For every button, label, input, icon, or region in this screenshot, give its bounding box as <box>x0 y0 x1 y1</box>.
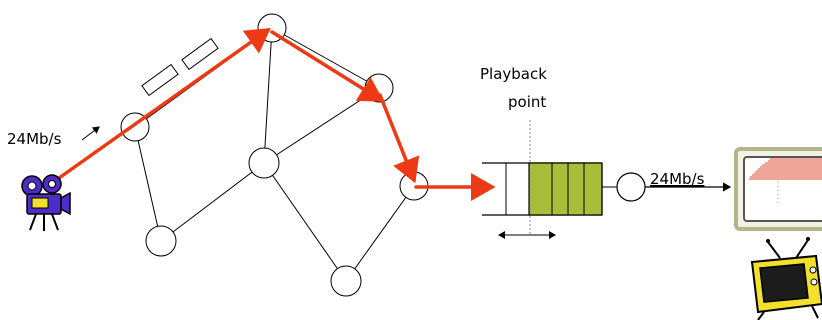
node-bottom <box>330 265 362 297</box>
buffer-fill <box>528 162 603 216</box>
playback-label-line2: point <box>508 93 546 111</box>
node-bottom-left <box>145 225 177 257</box>
stream-path <box>50 27 496 201</box>
rate-label-in: 24Mb/s <box>7 130 62 148</box>
packet-icon <box>141 37 219 97</box>
decoder-node <box>616 172 646 202</box>
rate-in-arrow <box>81 126 100 141</box>
display-screen <box>734 147 822 231</box>
television-icon <box>750 237 822 320</box>
node-center <box>248 147 280 179</box>
video-camera-icon <box>21 174 71 231</box>
network-nodes <box>120 13 429 297</box>
playback-buffer <box>482 162 603 216</box>
playback-label-line1: Playback <box>480 65 547 83</box>
rate-label-out: 24Mb/s <box>650 170 705 188</box>
